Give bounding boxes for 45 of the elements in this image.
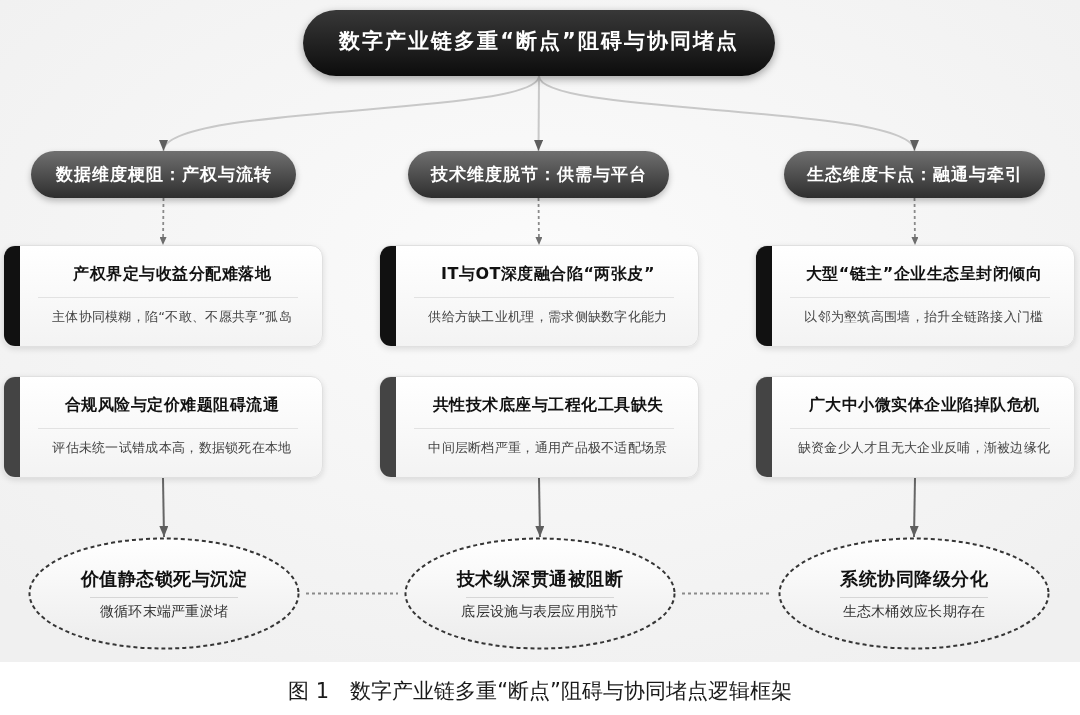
category-pill: [408, 151, 669, 198]
card: [379, 376, 699, 478]
arrow: [162, 75, 540, 152]
card: [3, 245, 323, 347]
card-title: 广大中小微实体企业陷掉队危机: [808, 395, 1040, 415]
dashed-ellipse: [28, 537, 300, 650]
card-subtitle: 主体协同模糊，陷“不敢、不愿共享”孤岛: [51, 309, 293, 325]
card-subtitle: 以邻为壑筑高围墙，抬升全链路接入门槛: [804, 309, 1044, 325]
card-title: 合规风险与定价难题阻碍流通: [64, 395, 280, 415]
category-label: 数据维度梗阻：产权与流转: [55, 164, 272, 185]
card-title: 产权界定与收益分配难落地: [73, 264, 271, 284]
dashed-arrow: [911, 197, 919, 246]
card: [3, 376, 323, 478]
card: [755, 245, 1075, 347]
figure-caption: 图 1 数字产业链多重“断点”阻碍与协同堵点逻辑框架: [288, 679, 792, 705]
dashed-arrow: [159, 197, 167, 246]
arrow: [909, 477, 919, 538]
card: [755, 376, 1075, 478]
card-subtitle: 评估未统一试错成本高，数据锁死在本地: [52, 440, 292, 456]
card-subtitle: 中间层断档严重，通用产品极不适配场景: [428, 440, 668, 456]
card-title: 大型“链主”企业生态呈封闭倾向: [805, 264, 1043, 284]
dashed-ellipse: [778, 537, 1050, 650]
arrow: [538, 75, 916, 152]
card-title: IT与OT深度融合陷“两张皮”: [441, 264, 655, 284]
category-pill: [31, 151, 296, 198]
ellipse-title: 系统协同降级分化: [840, 568, 988, 590]
dotted-connector: [305, 592, 399, 595]
category-pill: [784, 151, 1045, 198]
ellipse-subtitle: 底层设施与表层应用脱节: [461, 603, 619, 620]
category-label: 技术维度脱节：供需与平台: [430, 164, 647, 185]
arrow: [535, 477, 545, 538]
card: [379, 245, 699, 347]
dashed-ellipse: [404, 537, 676, 650]
ellipse-title: 技术纵深贯通被阻断: [456, 568, 624, 590]
category-label: 生态维度卡点：融通与牵引: [806, 164, 1023, 185]
card-title: 共性技术底座与工程化工具缺失: [432, 395, 664, 415]
ellipse-subtitle: 生态木桶效应长期存在: [842, 603, 986, 620]
ellipse-title: 价值静态锁死与沉淀: [80, 568, 248, 590]
root-pill: [303, 10, 775, 76]
arrow: [159, 477, 169, 538]
card-subtitle: 供给方缺工业机理，需求侧缺数字化能力: [428, 309, 668, 325]
ellipse-subtitle: 微循环末端严重淤堵: [99, 603, 229, 620]
dashed-arrow: [535, 197, 543, 246]
card-subtitle: 缺资金少人才且无大企业反哺，渐被边缘化: [797, 440, 1051, 456]
root-title: 数字产业链多重“断点”阻碍与协同堵点: [339, 29, 739, 55]
